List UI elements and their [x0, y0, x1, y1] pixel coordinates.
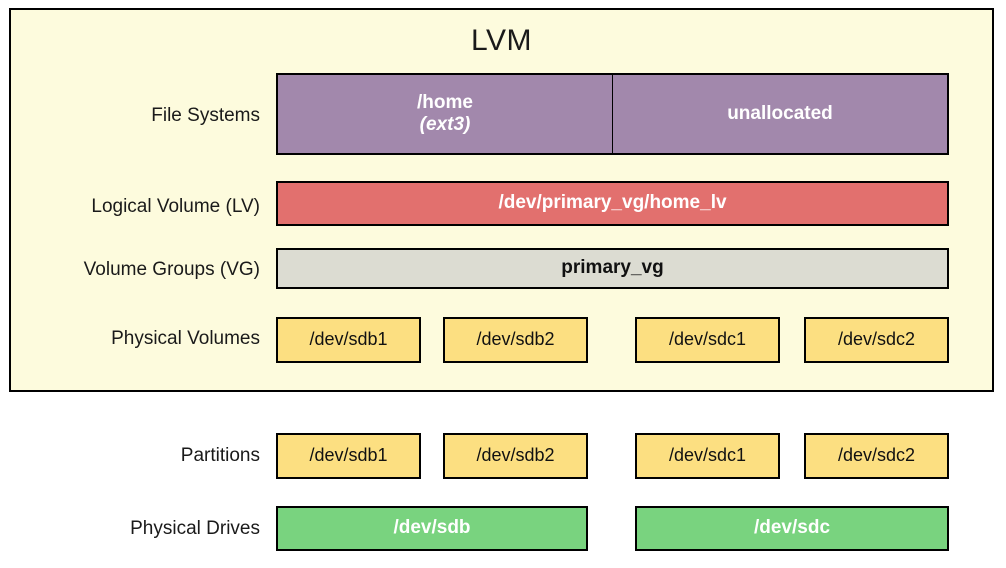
physical-drive-label: /dev/sdc [753, 517, 831, 539]
partition-label: /dev/sdc1 [668, 445, 747, 466]
row-label-partitions: Partitions [180, 445, 260, 466]
volume-group-bar: primary_vg [276, 248, 949, 289]
physical-volume-box-sdb2: /dev/sdb2 [443, 317, 588, 363]
physical-drive-label: /dev/sdb [393, 517, 471, 539]
filesystem-unallocated-name: unallocated [727, 102, 833, 124]
partition-box-sdc2: /dev/sdc2 [804, 433, 949, 479]
partition-label: /dev/sdb1 [309, 445, 388, 466]
physical-volume-box-sdc2: /dev/sdc2 [804, 317, 949, 363]
physical-drive-bar-sdb: /dev/sdb [276, 506, 588, 551]
filesystem-home-type: (ext3) [419, 114, 471, 135]
filesystem-block-unallocated: unallocated [612, 73, 949, 155]
partition-box-sdc1: /dev/sdc1 [635, 433, 780, 479]
partition-box-sdb1: /dev/sdb1 [276, 433, 421, 479]
row-label-logical-volume: Logical Volume (LV) [91, 196, 260, 217]
row-label-physical-volumes: Physical Volumes [111, 328, 260, 349]
physical-volume-box-sdb1: /dev/sdb1 [276, 317, 421, 363]
volume-group-name: primary_vg [561, 257, 664, 279]
row-label-volume-group: Volume Groups (VG) [83, 259, 260, 280]
lvm-title: LVM [471, 24, 532, 57]
partition-box-sdb2: /dev/sdb2 [443, 433, 588, 479]
logical-volume-bar: /dev/primary_vg/home_lv [276, 181, 949, 226]
physical-volume-label: /dev/sdb1 [309, 329, 388, 350]
partition-label: /dev/sdb2 [476, 445, 555, 466]
row-label-physical-drives: Physical Drives [130, 518, 260, 539]
physical-volume-box-sdc1: /dev/sdc1 [635, 317, 780, 363]
partition-label: /dev/sdc2 [837, 445, 916, 466]
physical-drive-bar-sdc: /dev/sdc [635, 506, 949, 551]
filesystem-block-home: /home (ext3) [276, 73, 613, 155]
physical-volume-label: /dev/sdb2 [476, 329, 555, 350]
physical-volume-label: /dev/sdc1 [668, 329, 747, 350]
row-label-file-systems: File Systems [151, 105, 260, 126]
filesystem-home-name: /home [417, 91, 473, 113]
physical-volume-label: /dev/sdc2 [837, 329, 916, 350]
logical-volume-name: /dev/primary_vg/home_lv [498, 192, 727, 214]
